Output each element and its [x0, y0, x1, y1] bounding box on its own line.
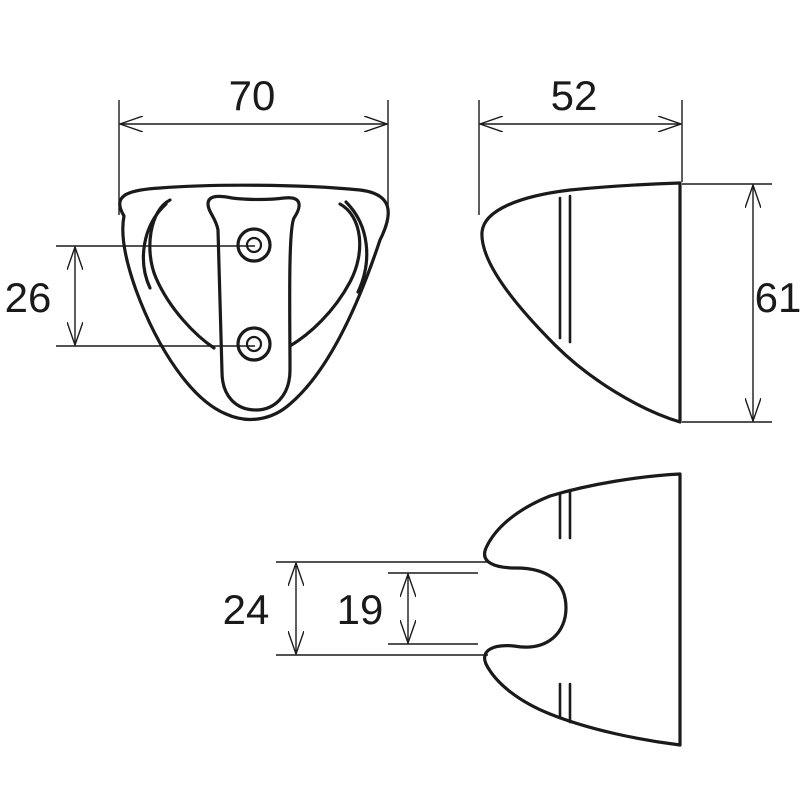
upper-hole-outer — [236, 227, 272, 263]
front-central-tongue — [206, 194, 301, 412]
side-body — [480, 181, 682, 424]
front-outer-body — [118, 183, 390, 422]
top-body — [483, 472, 682, 747]
front-right-rib — [288, 202, 362, 348]
dim-26-label: 26 — [5, 274, 52, 321]
front-left-rib-inner — [141, 202, 168, 290]
front-view: 70 26 — [5, 72, 390, 422]
front-left-rib — [148, 198, 216, 350]
lower-hole-outer — [236, 326, 272, 362]
dim-24-label: 24 — [223, 586, 270, 633]
dim-52-label: 52 — [551, 72, 598, 119]
dim-70-label: 70 — [229, 72, 276, 119]
side-view: 52 61 — [478, 72, 800, 424]
lower-hole-inner — [245, 335, 263, 353]
front-right-rib-inner — [344, 200, 369, 294]
upper-hole-inner — [245, 236, 263, 254]
dim-19-label: 19 — [337, 586, 384, 633]
dim-61-label: 61 — [755, 274, 800, 321]
top-view: 24 19 — [223, 472, 682, 747]
